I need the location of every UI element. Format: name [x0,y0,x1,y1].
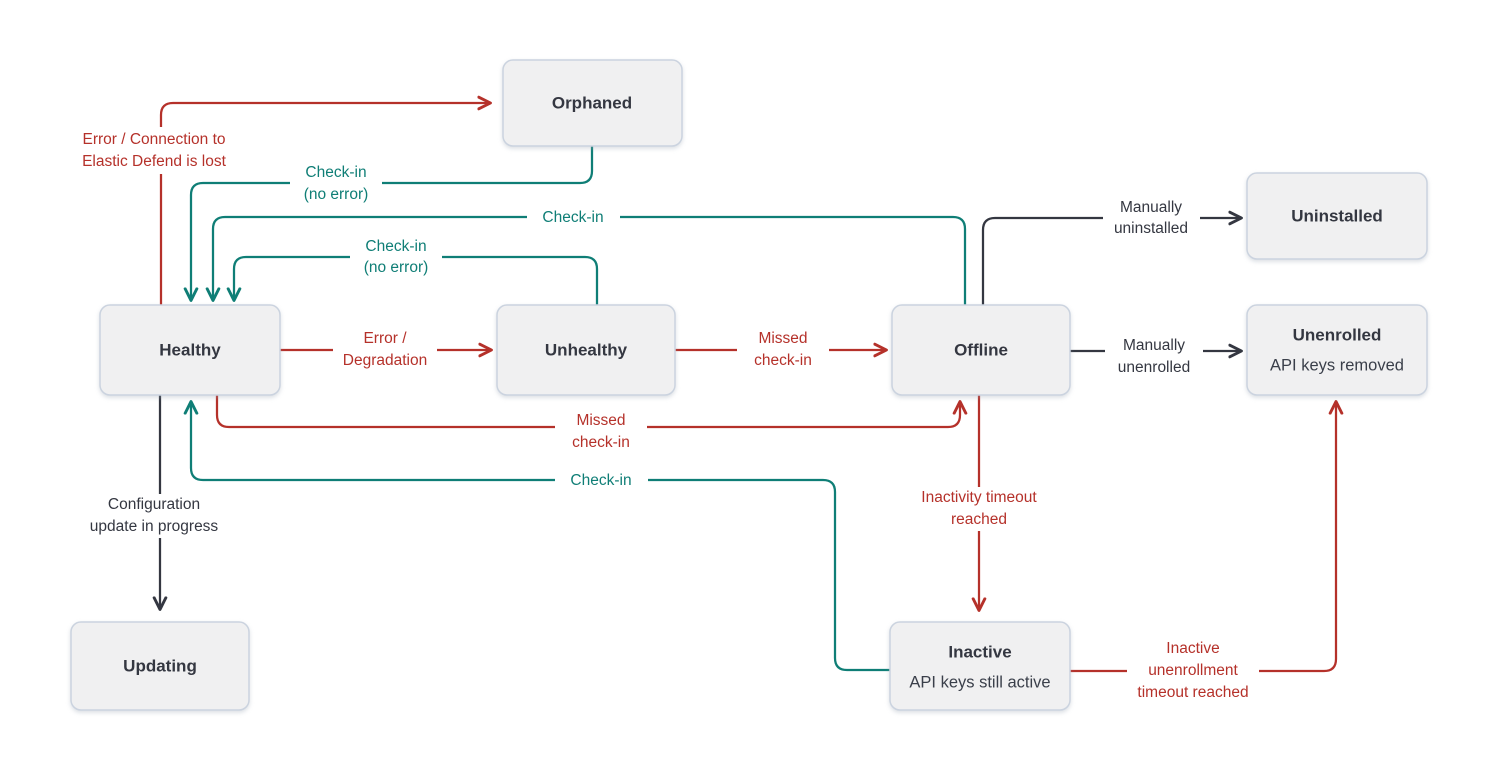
svg-text:API keys still active: API keys still active [909,673,1050,691]
svg-text:Manually: Manually [1123,337,1185,354]
svg-text:unenrollment: unenrollment [1148,662,1238,679]
svg-text:(no error): (no error) [364,259,429,276]
edge-label-inactive-unenrollment-timeout: Inactive unenrollment timeout reached [1127,638,1259,704]
svg-text:Elastic Defend is lost: Elastic Defend is lost [82,153,227,170]
edge-inactive-to-unenrolled [1070,400,1344,673]
edge-orphaned-to-healthy [183,146,594,302]
svg-text:Inactivity timeout: Inactivity timeout [921,489,1037,506]
edge-label-manually-uninstalled: Manually uninstalled [1103,197,1200,241]
svg-text:uninstalled: uninstalled [1114,220,1188,237]
svg-text:check-in: check-in [572,434,630,451]
state-node-unenrolled: Unenrolled API keys removed [1246,304,1428,396]
svg-text:Check-in: Check-in [305,164,366,181]
edge-offline-to-uninstalled [981,210,1243,305]
state-node-updating: Updating [70,621,250,711]
svg-text:Orphaned: Orphaned [552,93,632,112]
edge-label-missed-checkin-lower: Missed check-in [555,410,647,454]
svg-text:(no error): (no error) [304,186,369,203]
svg-text:Offline: Offline [954,340,1008,359]
edge-inactive-to-healthy [183,400,890,672]
state-node-uninstalled: Uninstalled [1246,172,1428,260]
svg-text:Missed: Missed [758,330,807,347]
svg-text:Unenrolled: Unenrolled [1293,325,1382,344]
edge-label-inactivity-timeout: Inactivity timeout reached [915,487,1043,531]
edge-label-missed-checkin-upper: Missed check-in [737,328,829,372]
svg-text:Check-in: Check-in [542,209,603,226]
edge-label-configuration-update: Configuration update in progress [84,494,226,538]
edge-label-checkin-inactive: Check-in [555,469,648,491]
state-node-orphaned: Orphaned [502,59,683,147]
svg-text:Missed: Missed [576,412,625,429]
svg-text:API keys removed: API keys removed [1270,356,1404,374]
svg-text:Check-in: Check-in [365,238,426,255]
svg-text:Inactive: Inactive [1166,640,1219,657]
svg-text:Error / Connection to: Error / Connection to [82,131,225,148]
svg-text:reached: reached [951,511,1007,528]
edge-label-checkin-no-error-orphaned: Check-in (no error) [290,162,382,206]
svg-text:Configuration: Configuration [108,496,200,513]
edge-label-error-connection-lost: Error / Connection to Elastic Defend is … [70,127,240,174]
svg-text:Inactive: Inactive [948,642,1011,661]
svg-text:Manually: Manually [1120,199,1182,216]
svg-text:Error /: Error / [363,330,407,347]
svg-text:check-in: check-in [754,352,812,369]
svg-text:update in progress: update in progress [90,518,219,535]
svg-text:Uninstalled: Uninstalled [1291,206,1383,225]
edge-offline-to-healthy [205,215,967,305]
svg-text:Unhealthy: Unhealthy [545,340,628,359]
state-node-offline: Offline [891,304,1071,396]
svg-text:Updating: Updating [123,656,197,675]
state-node-healthy: Healthy [99,304,281,396]
svg-text:timeout reached: timeout reached [1137,684,1248,701]
svg-text:Check-in: Check-in [570,472,631,489]
state-node-unhealthy: Unhealthy [496,304,676,396]
edge-label-error-degradation: Error / Degradation [333,328,437,372]
edge-healthy-to-orphaned [159,95,492,305]
state-node-inactive: Inactive API keys still active [889,621,1071,711]
svg-text:Healthy: Healthy [159,340,221,359]
svg-text:unenrolled: unenrolled [1118,359,1190,376]
edge-label-manually-unenrolled: Manually unenrolled [1105,335,1203,379]
edge-label-checkin-no-error-unhealthy: Check-in (no error) [350,236,442,280]
svg-text:Degradation: Degradation [343,352,427,369]
edge-label-checkin-offline: Check-in [527,206,620,228]
